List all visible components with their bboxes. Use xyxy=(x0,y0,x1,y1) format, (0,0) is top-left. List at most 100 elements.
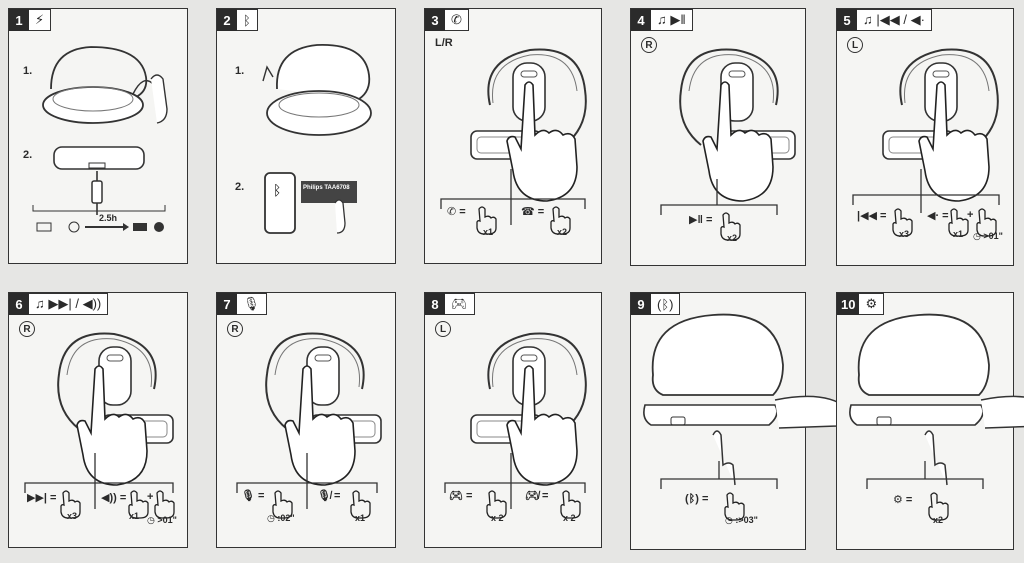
tap-count-volume: x1 xyxy=(953,229,964,239)
tap-count-end: x2 xyxy=(557,227,568,237)
mic-on-icon: 🎙︎ = xyxy=(241,490,265,502)
hold-duration: ◷ >01" xyxy=(147,515,177,525)
divider-lines xyxy=(660,461,778,489)
step-number: 6 xyxy=(9,293,29,315)
panel-5: 5♫ |◀◀ / ◀· L |◀◀ = x3 ◀· = x1 + ◷ >01" xyxy=(836,8,1014,266)
end-call-icon: ☎ = xyxy=(521,206,545,218)
music-next-volume-up-icon: ♫ ▶▶| / ◀)) xyxy=(29,293,109,315)
tap-icon xyxy=(720,212,741,241)
tap-count-answer: x1 xyxy=(483,227,494,237)
tap-icon xyxy=(476,206,497,235)
microphone-icon: 🎙︎ xyxy=(237,293,267,315)
tap-count-volume: x1 xyxy=(129,511,140,521)
play-pause-icon: ▶‖ = xyxy=(689,214,713,226)
step-2-label: 2. xyxy=(235,181,245,193)
side-indicator: R xyxy=(19,321,35,337)
charging-case-cable-illustration xyxy=(53,146,145,215)
panel-4: 4♫ ▶‖ R ▶‖ = x2 xyxy=(630,8,806,266)
side-indicator: L xyxy=(435,321,451,337)
tap-count-next: x3 xyxy=(67,511,78,521)
tap-icon xyxy=(350,490,371,519)
step-number: 8 xyxy=(425,293,445,315)
earbud-tap-illustration xyxy=(679,48,796,202)
step-number: 10 xyxy=(837,293,860,315)
panel-1: 1⚡︎ 1. 2. 2.5h xyxy=(8,8,188,264)
hold-icon xyxy=(724,492,745,521)
panel-3: 3✆ L/R ✆ = x1 ☎ = x2 xyxy=(424,8,602,264)
next-track-icon: ▶▶| = xyxy=(27,492,57,504)
charge-time: 2.5h xyxy=(99,213,118,223)
step-1-label: 1. xyxy=(235,65,245,77)
tap-count-game-on: x 2 xyxy=(491,513,504,523)
side-indicator: L xyxy=(847,37,863,53)
step-number: 2 xyxy=(217,9,237,31)
answer-call-icon: ✆ = xyxy=(447,206,466,218)
factory-reset-symbol: ⚙︎ = xyxy=(893,494,913,506)
charging-time-row xyxy=(32,205,166,233)
step-number: 9 xyxy=(631,293,651,315)
side-indicator: L/R xyxy=(435,37,453,49)
divider-lines xyxy=(660,179,778,215)
bluetooth-reset-symbol: (ᛒ) = xyxy=(685,493,709,505)
music-previous-volume-down-icon: ♫ |◀◀ / ◀· xyxy=(857,9,932,31)
divider-lines xyxy=(440,169,586,225)
tap-icon xyxy=(486,490,507,519)
panel-10: 10⚙︎ ⚙︎ = x2 xyxy=(836,292,1024,550)
hold-duration-value: >01" xyxy=(157,515,177,525)
device-name: Philips TAA6708 xyxy=(303,185,350,191)
volume-down-icon: ◀· = xyxy=(927,210,949,222)
tap-count-play: x2 xyxy=(727,233,738,243)
gamepad-icon: 🎮︎ xyxy=(445,293,475,315)
game-mode-on-icon: 🎮︎ = xyxy=(449,490,473,502)
hold-duration-value: >03" xyxy=(738,515,758,525)
bluetooth-reset-icon: (ᛒ) xyxy=(651,293,681,315)
hold-duration-value: >01" xyxy=(983,231,1003,241)
panel-8: 8🎮︎ L 🎮︎ = x 2 🎮︎̸ = x 2 xyxy=(424,292,602,548)
plus-sign: + xyxy=(147,491,154,503)
tap-count-reset: x2 xyxy=(933,515,944,525)
panel-6: 6♫ ▶▶| / ◀)) R ▶▶| = x3 ◀)) = x1 + ◷ >01… xyxy=(8,292,188,548)
tap-icon xyxy=(892,208,913,237)
step-2-label: 2. xyxy=(23,149,33,161)
tap-icon xyxy=(60,490,81,519)
tap-icon xyxy=(928,492,949,521)
tap-icon xyxy=(560,490,581,519)
divider-lines xyxy=(236,453,378,509)
tap-icon xyxy=(550,206,571,235)
hold-icon xyxy=(976,208,997,237)
hold-icon xyxy=(154,490,175,519)
case-button-press-illustration xyxy=(642,313,850,486)
hold-duration-value: 02" xyxy=(280,513,295,523)
step-number: 1 xyxy=(9,9,29,31)
case-open-illustration xyxy=(42,46,168,124)
bluetooth-icon: ᛒ xyxy=(237,9,258,31)
mic-mute-icon: 🎙︎̸ = xyxy=(317,490,341,502)
divider-lines xyxy=(866,461,984,489)
case-button-press-illustration xyxy=(848,313,1024,486)
phone-pairing-illustration: ᛒ xyxy=(264,172,357,234)
plus-sign: + xyxy=(967,209,974,221)
tap-count-previous: x3 xyxy=(899,229,910,239)
step-number: 4 xyxy=(631,9,651,31)
music-play-pause-icon: ♫ ▶‖ xyxy=(651,9,693,31)
game-mode-off-icon: 🎮︎̸ = xyxy=(525,490,549,502)
svg-text:ᛒ: ᛒ xyxy=(273,183,281,199)
tap-icon xyxy=(948,208,969,237)
side-indicator: R xyxy=(641,37,657,53)
phone-icon: ✆ xyxy=(445,9,469,31)
charging-icon: ⚡︎ xyxy=(29,9,52,31)
side-indicator: R xyxy=(227,321,243,337)
step-1-label: 1. xyxy=(23,65,33,77)
panel-7: 7🎙︎ R 🎙︎ = ◷ :02" 🎙︎̸ = x1 xyxy=(216,292,396,548)
volume-up-icon: ◀)) = xyxy=(101,492,127,504)
step-number: 7 xyxy=(217,293,237,315)
divider-lines xyxy=(444,453,586,509)
hold-duration: ◷ :02" xyxy=(267,513,295,523)
tap-count-mute: x1 xyxy=(355,513,366,523)
previous-track-icon: |◀◀ = xyxy=(857,210,887,222)
hold-duration: ◷ >01" xyxy=(973,231,1003,241)
panel-9: 9(ᛒ) (ᛒ) = ◷ :>03" xyxy=(630,292,850,550)
hold-duration: ◷ :>03" xyxy=(725,515,758,525)
divider-lines xyxy=(852,169,1000,213)
